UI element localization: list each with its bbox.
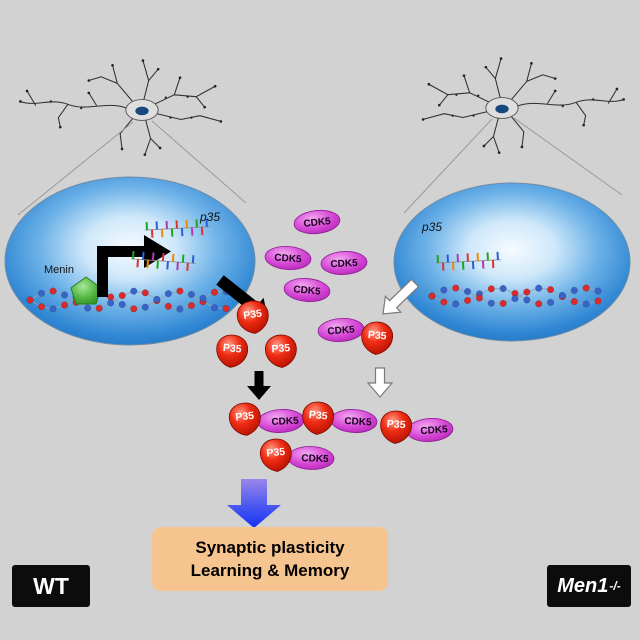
condition-label-wt: WT <box>12 565 90 607</box>
men1-nucleus <box>393 182 631 342</box>
weak-export-arrow-men1 <box>382 278 420 315</box>
p35-cdk5-complex: CDK5 P35 <box>378 409 454 446</box>
p35-label: P35 <box>367 329 387 343</box>
p35-gene-label-men1: p35 <box>421 220 442 234</box>
p35-cdk5-complex: CDK5 P35 <box>300 400 378 437</box>
complex-arrow-men1 <box>366 367 394 398</box>
p35-label: P35 <box>266 446 286 460</box>
wt-nucleus <box>4 176 256 346</box>
outcome-line1: Synaptic plasticity <box>195 537 345 557</box>
wt-neuron <box>18 58 223 157</box>
p35-molecule: P35 <box>359 320 395 357</box>
cdk5-molecule: CDK5 <box>320 251 368 275</box>
p35-label: P35 <box>271 342 291 355</box>
cdk5-label: CDK5 <box>303 216 332 230</box>
cdk5-molecule: CDK5 <box>264 246 312 270</box>
p35-molecule: P35 <box>263 333 299 370</box>
condition-label-men1: Men1-/- <box>547 565 631 607</box>
outcome-arrow <box>227 479 281 528</box>
p35-gene-label-wt: p35 <box>199 210 220 224</box>
p35-label: P35 <box>308 409 328 423</box>
cdk5-molecule: CDK5 <box>283 277 331 303</box>
zoom-lines-left <box>17 120 247 216</box>
cdk5-label: CDK5 <box>344 416 372 428</box>
p35-label: P35 <box>386 418 406 431</box>
dna-double-helix-men1 <box>428 284 602 308</box>
outcome-box: Synaptic plasticity Learning & Memory <box>152 527 388 591</box>
cdk5-molecule: CDK5 <box>293 209 341 235</box>
men1-neuron <box>421 56 626 155</box>
menin-label: Menin <box>44 264 74 276</box>
p35-molecule: P35 <box>234 298 272 337</box>
p35-label: P35 <box>235 410 255 424</box>
cdk5-label: CDK5 <box>420 424 448 437</box>
cdk5-label: CDK5 <box>293 284 322 297</box>
men1-superscript: -/- <box>609 579 621 593</box>
p35-cdk5-complex: CDK5 P35 <box>227 400 305 438</box>
cdk5-label: CDK5 <box>271 416 299 428</box>
p35-cdk5-complex: CDK5 P35 <box>258 437 335 474</box>
p35-molecule: P35 <box>214 332 250 370</box>
cdk5-molecule: CDK5 <box>317 318 365 342</box>
outcome-line2: Learning & Memory <box>190 560 350 580</box>
cdk5-label: CDK5 <box>330 258 358 270</box>
complex-arrow-wt <box>247 371 271 400</box>
men1-text: Men1 <box>557 574 609 597</box>
cdk5-label: CDK5 <box>274 253 302 266</box>
wt-text: WT <box>33 572 69 599</box>
cdk5-label: CDK5 <box>327 325 355 338</box>
p35-label: P35 <box>222 342 242 356</box>
p35-label: P35 <box>243 307 263 322</box>
transcription-arrow <box>97 235 171 297</box>
zoom-lines-right <box>403 117 623 214</box>
cdk5-label: CDK5 <box>301 453 329 465</box>
